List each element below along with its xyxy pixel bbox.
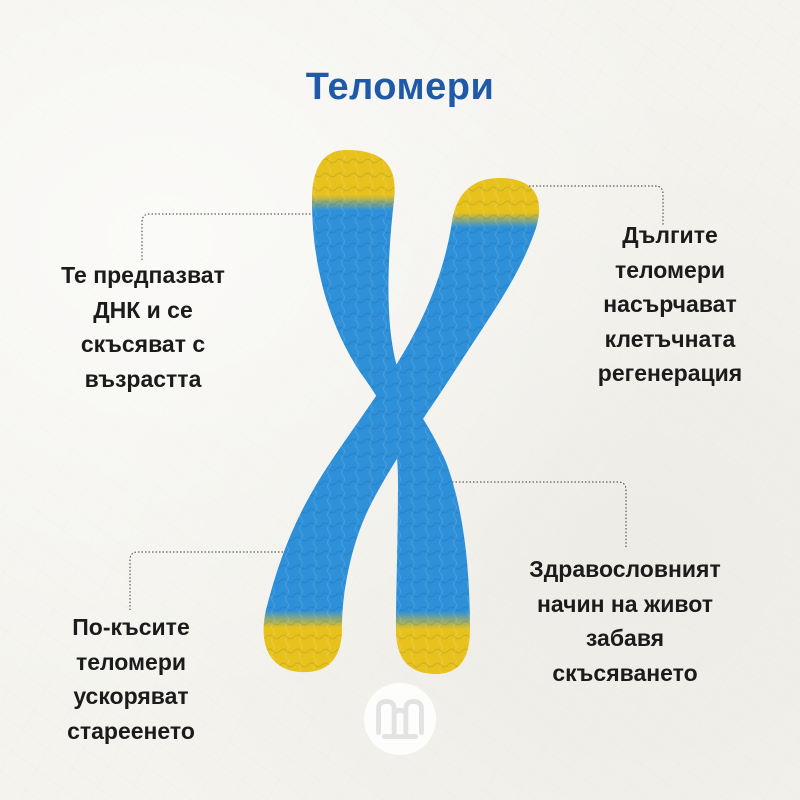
label-telomeres-protect-dna: Те предпазват ДНК и се скъсяват с възрас… — [61, 262, 225, 392]
chromatid-right-to-left — [263, 178, 540, 673]
connector-top-left — [141, 213, 335, 260]
open-book-logo-icon — [363, 682, 437, 756]
connector-bottom-left — [129, 551, 290, 610]
label-long-telomeres-regeneration: Дългите теломери насърчават клетъчната р… — [597, 222, 743, 386]
connector-bottom-right — [445, 481, 627, 548]
connector-top-right — [522, 185, 664, 225]
label-healthy-lifestyle: Здравословният начин на живот забавя скъ… — [529, 556, 721, 686]
label-short-telomeres-aging: По-късите теломери ускоряват стареенето — [67, 614, 195, 744]
page-title: Теломери — [305, 66, 495, 108]
